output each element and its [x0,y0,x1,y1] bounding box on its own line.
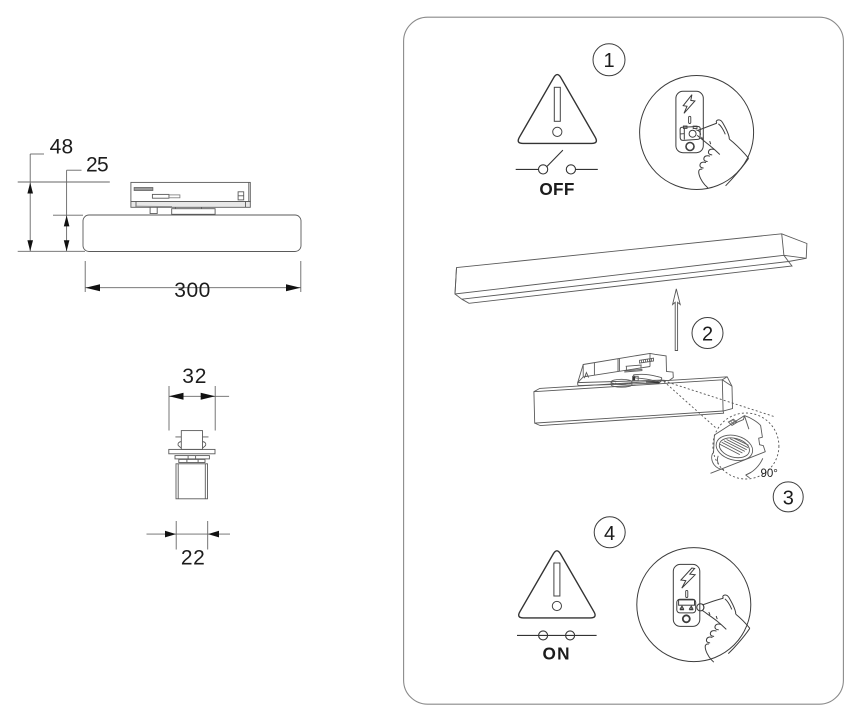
svg-text:1: 1 [604,50,615,72]
svg-text:22: 22 [181,546,205,569]
svg-text:2: 2 [702,324,713,346]
svg-text:48: 48 [50,136,74,159]
svg-text:32: 32 [182,365,206,388]
svg-text:ON: ON [543,643,570,663]
svg-text:25: 25 [86,153,109,176]
svg-text:OFF: OFF [539,179,574,199]
svg-text:3: 3 [783,488,794,510]
svg-text:300: 300 [174,279,210,302]
svg-text:90°: 90° [761,468,778,480]
svg-text:4: 4 [604,523,615,545]
